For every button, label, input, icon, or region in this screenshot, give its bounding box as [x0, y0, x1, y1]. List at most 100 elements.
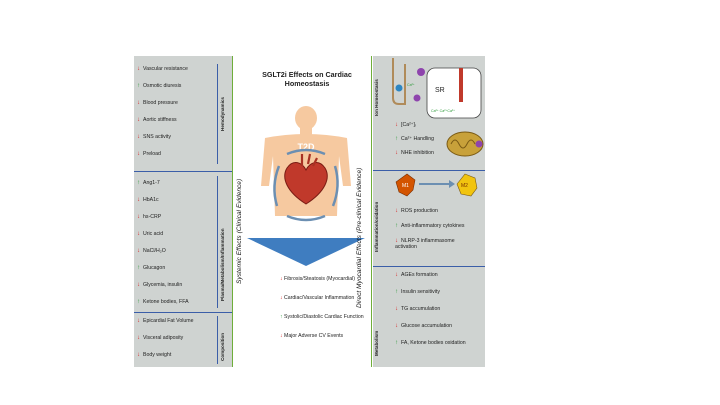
list-item-label: SNS activity [143, 134, 171, 140]
right-divider [371, 56, 373, 367]
list-item: ↑Ca²⁺ Handling [395, 136, 434, 142]
arrow-up-icon: ↑ [395, 340, 398, 346]
list-item: ↑Glucagon [137, 265, 165, 271]
list-item: ↓ROS production [395, 208, 475, 214]
ryr-channel [459, 68, 463, 102]
list-item-label: Vascular resistance [143, 66, 188, 72]
plasma-bracket [217, 176, 219, 308]
list-item: ↓Glycemia, insulin [137, 282, 182, 288]
arrow-down-icon: ↓ [137, 318, 140, 324]
list-item-label: NaCl/H₂O [143, 248, 166, 254]
list-item: ↓Visceral adiposity [137, 335, 183, 341]
list-item-label: Glycemia, insulin [143, 282, 183, 288]
list-item-label: Visceral adiposity [143, 335, 184, 341]
list-item-label: Ca²⁺ Handling [401, 136, 435, 142]
list-item-label: Osmotic diuresis [143, 83, 182, 89]
list-item: ↓Glucose accumulation [395, 323, 452, 329]
outcome-label: Systolic/Diastolic Cardiac Function [284, 314, 364, 320]
arrow-up-icon: ↑ [280, 314, 285, 320]
t2d-label: T2D [297, 142, 315, 152]
arrow-down-icon: ↓ [137, 66, 140, 72]
systemic-effects-label: Systemic Effects (Clinical Evidence) [236, 178, 243, 284]
sr-label: SR [435, 87, 445, 94]
arrow-down-icon: ↓ [137, 214, 140, 220]
arrow-down-icon: ↓ [395, 238, 398, 244]
arrow-down-icon: ↓ [395, 323, 398, 329]
list-item-label: [Ca²⁺]ᵢ [401, 122, 416, 128]
list-item-label: Aortic stiffness [143, 117, 177, 123]
list-item-label: hs-CRP [143, 214, 162, 220]
list-item: ↓Blood pressure [137, 100, 178, 106]
arrow-right-icon [331, 165, 339, 207]
m1-label: M1 [402, 183, 409, 189]
nhe-marker [475, 140, 483, 148]
mitochondrion-icon [446, 131, 484, 157]
systemic-effects-panel: ↓Vascular resistance↑Osmotic diuresis↓Bl… [134, 56, 232, 367]
arrow-up-icon: ↑ [395, 136, 398, 142]
list-item: ↓Epicardial Fat Volume [137, 318, 193, 324]
list-item-label: Glucagon [143, 265, 166, 271]
plasma-label: Plasma/Metabolism/Inflammation [220, 228, 225, 302]
arrow-up-icon: ↑ [137, 299, 140, 305]
list-item: ↓TG accumulation [395, 306, 440, 312]
separator-1 [134, 171, 232, 172]
figure-title: SGLT2i Effects on Cardiac Homeostasis [262, 70, 352, 88]
outcome-item: ↓ Major Adverse CV Events [280, 333, 368, 339]
arrow-up-icon: ↑ [395, 223, 398, 229]
list-item-label: Ang1-7 [143, 180, 160, 186]
list-item: ↑Insulin sensitivity [395, 289, 440, 295]
list-item: ↓HbA1c [137, 197, 159, 203]
list-item: ↓Vascular resistance [137, 66, 188, 72]
arrow-down-icon: ↓ [137, 335, 140, 341]
arrow-down-icon: ↓ [395, 208, 398, 214]
heart-vessels-icon [300, 153, 318, 167]
direct-effects-panel: SR Ca²⁺ Ca²⁺Ca²⁺ Ca²⁺ ↓[Ca²⁺]ᵢ↑Ca²⁺ Hand… [373, 56, 485, 367]
list-item-label: AGEs formation [401, 272, 438, 278]
list-item-label: Blood pressure [143, 100, 178, 106]
list-item: ↑FA, Ketone bodies oxidation [395, 340, 466, 346]
list-item-label: FA, Ketone bodies oxidation [401, 340, 466, 346]
list-item-label: ROS production [401, 208, 438, 214]
arrow-down-icon: ↓ [280, 333, 285, 339]
list-item: ↑Ang1-7 [137, 180, 160, 186]
list-item: ↓NaCl/H₂O [137, 248, 166, 254]
list-item: ↓Body weight [137, 352, 171, 358]
arrow-up-icon: ↑ [137, 83, 140, 89]
list-item-label: Ketone bodies, FFA [143, 299, 189, 305]
arrow-up-icon: ↑ [137, 265, 140, 271]
hemodynamics-bracket [217, 64, 219, 164]
transporter-3 [413, 94, 421, 102]
ion-homeostasis-label: Ion Homeostasis [374, 79, 379, 116]
arrow-down-icon: ↓ [137, 100, 140, 106]
list-item-label: TG accumulation [401, 306, 441, 312]
list-item: ↑Anti-inflammatory cytokines [395, 223, 475, 229]
transporter-1 [417, 68, 425, 76]
sarcoplasmic-reticulum [426, 67, 482, 119]
outcome-label: Major Adverse CV Events [284, 333, 344, 339]
list-item: ↓hs-CRP [137, 214, 161, 220]
outcome-item: ↓ Fibrosis/Steatosis (Myocardial) [280, 276, 368, 282]
arrow-bottom-icon [286, 214, 326, 222]
outcome-item: ↑ Systolic/Diastolic Cardiac Function [280, 314, 368, 320]
arrow-up-icon: ↑ [395, 289, 398, 295]
composition-label: Composition [220, 332, 225, 361]
outcome-item: ↓ Cardiac/Vascular Inflammation [280, 295, 368, 301]
arrow-down-icon: ↓ [137, 151, 140, 157]
list-item: ↓Preload [137, 151, 161, 157]
ion-diagram: SR Ca²⁺ Ca²⁺Ca²⁺ Ca²⁺ [392, 58, 484, 157]
list-item-label: Body weight [143, 352, 172, 358]
m1-macrophage-icon [395, 173, 416, 197]
ca-left-label: Ca²⁺ [407, 83, 415, 87]
separator-4 [373, 266, 485, 267]
center-illustration: T2D [247, 106, 365, 266]
list-item: ↑Osmotic diuresis [137, 83, 181, 89]
separator-3 [373, 170, 485, 171]
list-item-label: Uric acid [143, 231, 164, 237]
hemodynamics-label: Hemodynamics [220, 97, 225, 131]
arrow-down-icon: ↓ [137, 134, 140, 140]
list-item-label: NLRP-3 inflammasome activation [395, 238, 455, 250]
composition-bracket [217, 316, 219, 364]
arrow-down-icon: ↓ [137, 231, 140, 237]
inflammation-label: Inflammation/oxidation [374, 201, 379, 252]
list-item: ↓Aortic stiffness [137, 117, 177, 123]
